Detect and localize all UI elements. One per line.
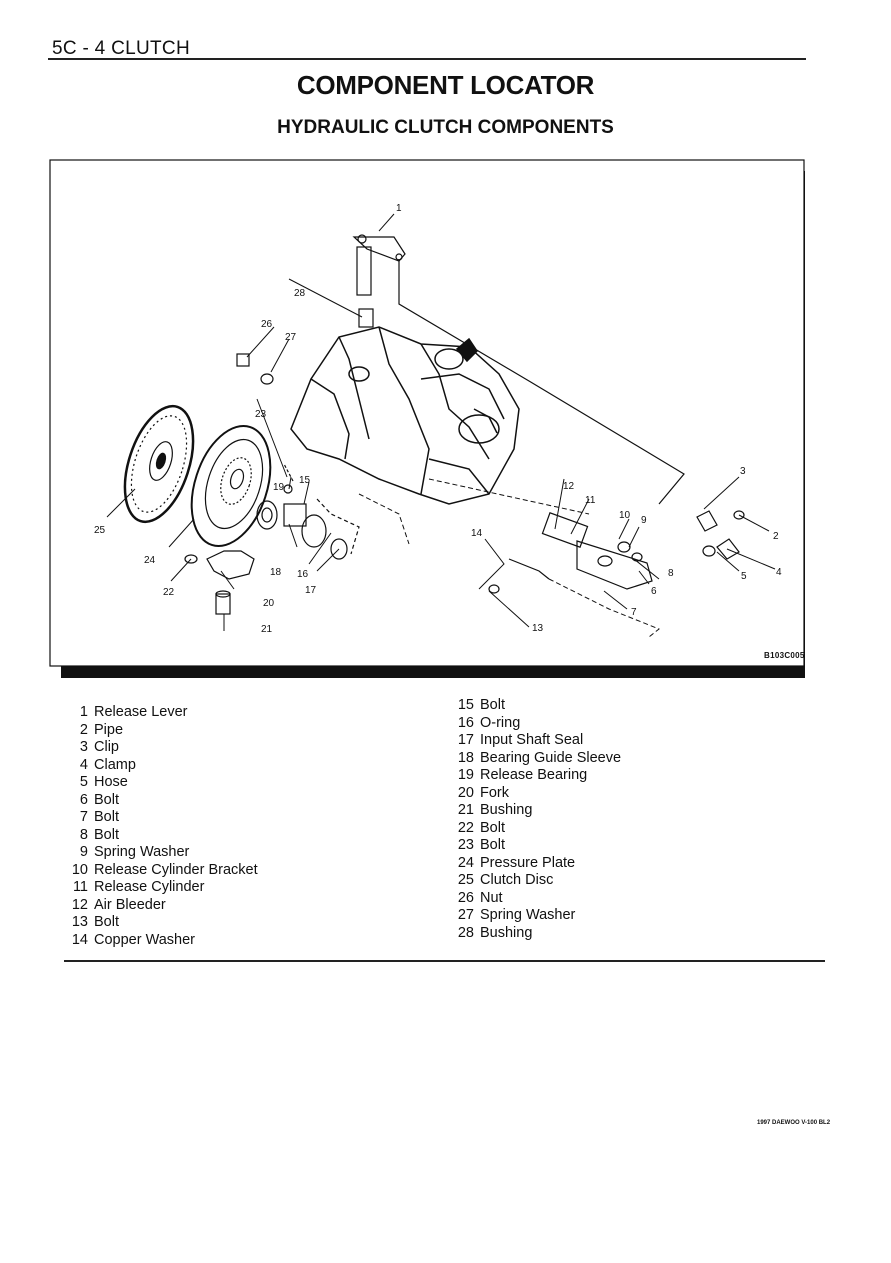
callout-23: 23 (255, 409, 267, 420)
callout-20: 20 (263, 598, 275, 609)
callout-25: 25 (94, 525, 106, 536)
footer-text: 1997 DAEWOO V-100 BL2 (757, 1120, 831, 1126)
release-lever-drawing (352, 234, 685, 505)
callout-27: 27 (285, 332, 297, 343)
transmission-housing-drawing (290, 326, 520, 505)
exploded-diagram: 1 2 3 4 5 6 7 8 9 10 11 12 13 14 15 16 1… (49, 159, 806, 679)
clutch-disc-drawing (123, 404, 195, 524)
callout-9: 9 (641, 515, 647, 526)
callout-18: 18 (270, 567, 282, 578)
callout-17: 17 (305, 585, 317, 596)
callout-10: 10 (619, 510, 631, 521)
callout-5: 5 (741, 571, 747, 582)
header-rule (48, 58, 806, 60)
callout-7: 7 (631, 607, 637, 618)
page-title: COMPONENT LOCATOR (296, 70, 595, 100)
callout-16: 16 (297, 569, 309, 580)
callout-2: 2 (773, 531, 779, 542)
callout-6: 6 (651, 586, 657, 597)
leader-lines (106, 213, 776, 631)
callout-13: 13 (532, 623, 544, 634)
footer-rule (64, 960, 825, 962)
callout-8: 8 (668, 568, 674, 579)
figure-frame-inner (49, 159, 805, 667)
callout-26: 26 (261, 319, 273, 330)
callout-15: 15 (299, 475, 311, 486)
callout-14: 14 (471, 528, 483, 539)
alignment-lines (358, 478, 660, 638)
callout-3: 3 (740, 466, 746, 477)
callout-4: 4 (776, 567, 782, 578)
callout-22: 22 (163, 587, 175, 598)
nut-washer-drawing (236, 353, 274, 385)
callout-24: 24 (144, 555, 156, 566)
page-subtitle: HYDRAULIC CLUTCH COMPONENTS (277, 117, 614, 138)
pressure-plate-drawing (190, 424, 272, 548)
callout-1: 1 (396, 203, 402, 214)
callout-28: 28 (294, 288, 306, 299)
callout-19: 19 (273, 482, 285, 493)
callout-12: 12 (563, 481, 575, 492)
page-header: 5C - 4 CLUTCH (52, 38, 190, 59)
callout-11: 11 (585, 495, 596, 506)
diagram-drawing: 1 2 3 4 5 6 7 8 9 10 11 12 13 14 15 16 1… (49, 159, 805, 678)
release-bearing-drawing (256, 463, 360, 560)
callout-21: 21 (261, 624, 273, 635)
fork-drawing (184, 550, 255, 615)
hydraulic-pipe-drawing (488, 510, 745, 594)
figure-code: B103C005 (764, 651, 805, 660)
